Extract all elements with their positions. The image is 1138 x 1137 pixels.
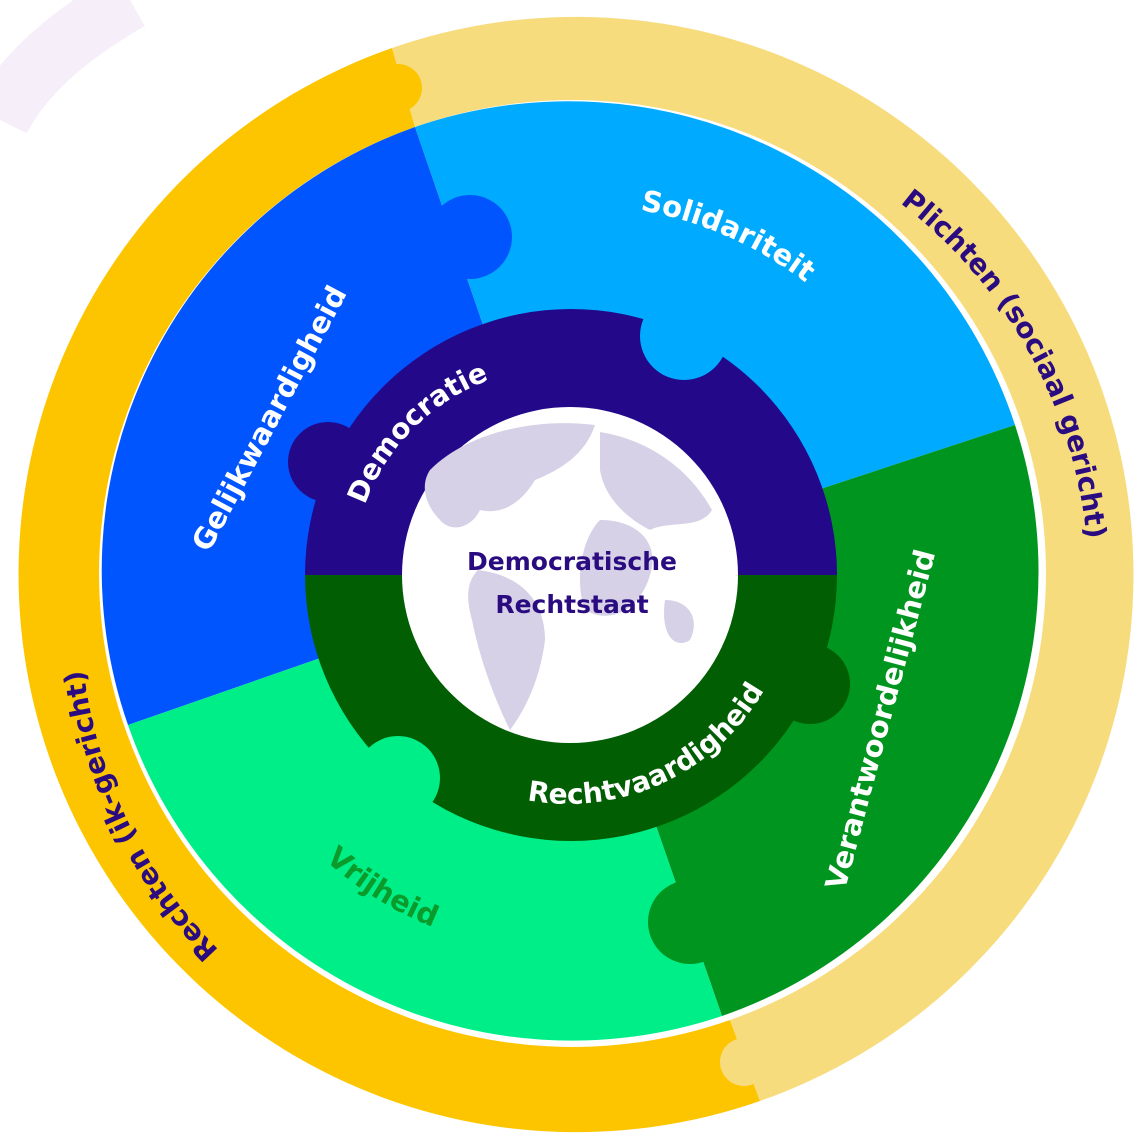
globe-icon [424,423,712,730]
globe [402,407,738,743]
background-arc [0,0,146,135]
puzzle-knob-equality [428,195,512,279]
inner-ring-notch-solidarity [640,292,728,380]
inner-ring-knob-democracy [288,422,368,502]
inner-ring-notch-freedom [356,736,440,820]
center-title-line2: Rechtstaat [495,590,648,619]
inner-ring-knob-justice [770,644,850,724]
duties-ring-notch [720,1038,768,1086]
center-title-line1: Democratische [467,547,677,576]
puzzle-knob-responsibility [648,880,732,964]
rights-ring-notch [374,64,422,112]
outer-ring [18,16,1134,1133]
